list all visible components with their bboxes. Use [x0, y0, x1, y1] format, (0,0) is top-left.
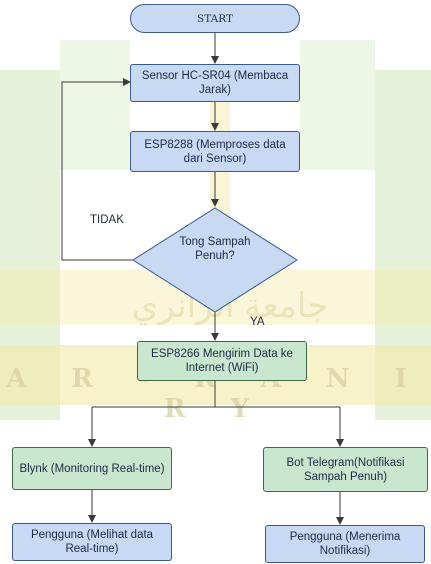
- decision-node-label: Tong Sampah Penuh?: [179, 236, 251, 262]
- process-node: ESP8288 (Memproses data dari Sensor): [130, 131, 300, 172]
- label-no: TIDAK: [90, 214, 124, 226]
- start-node: START: [130, 4, 300, 33]
- telegram-node: Bot Telegram(Notifikasi Sampah Penuh): [263, 447, 428, 492]
- label-yes: YA: [250, 316, 265, 328]
- user-realtime-node: Pengguna (Melihat data Real-time): [12, 523, 172, 561]
- arrow-decision-no: [61, 78, 133, 261]
- blynk-node: Blynk (Monitoring Real-time): [12, 447, 172, 490]
- user-notif-node: Pengguna (Menerima Notifikasi): [265, 525, 425, 563]
- send-node: ESP8266 Mengirim Data ke Internet (WiFi): [137, 341, 307, 381]
- sensor-node: Sensor HC-SR04 (Membaca Jarak): [130, 64, 300, 102]
- decision-diamond: [132, 207, 298, 313]
